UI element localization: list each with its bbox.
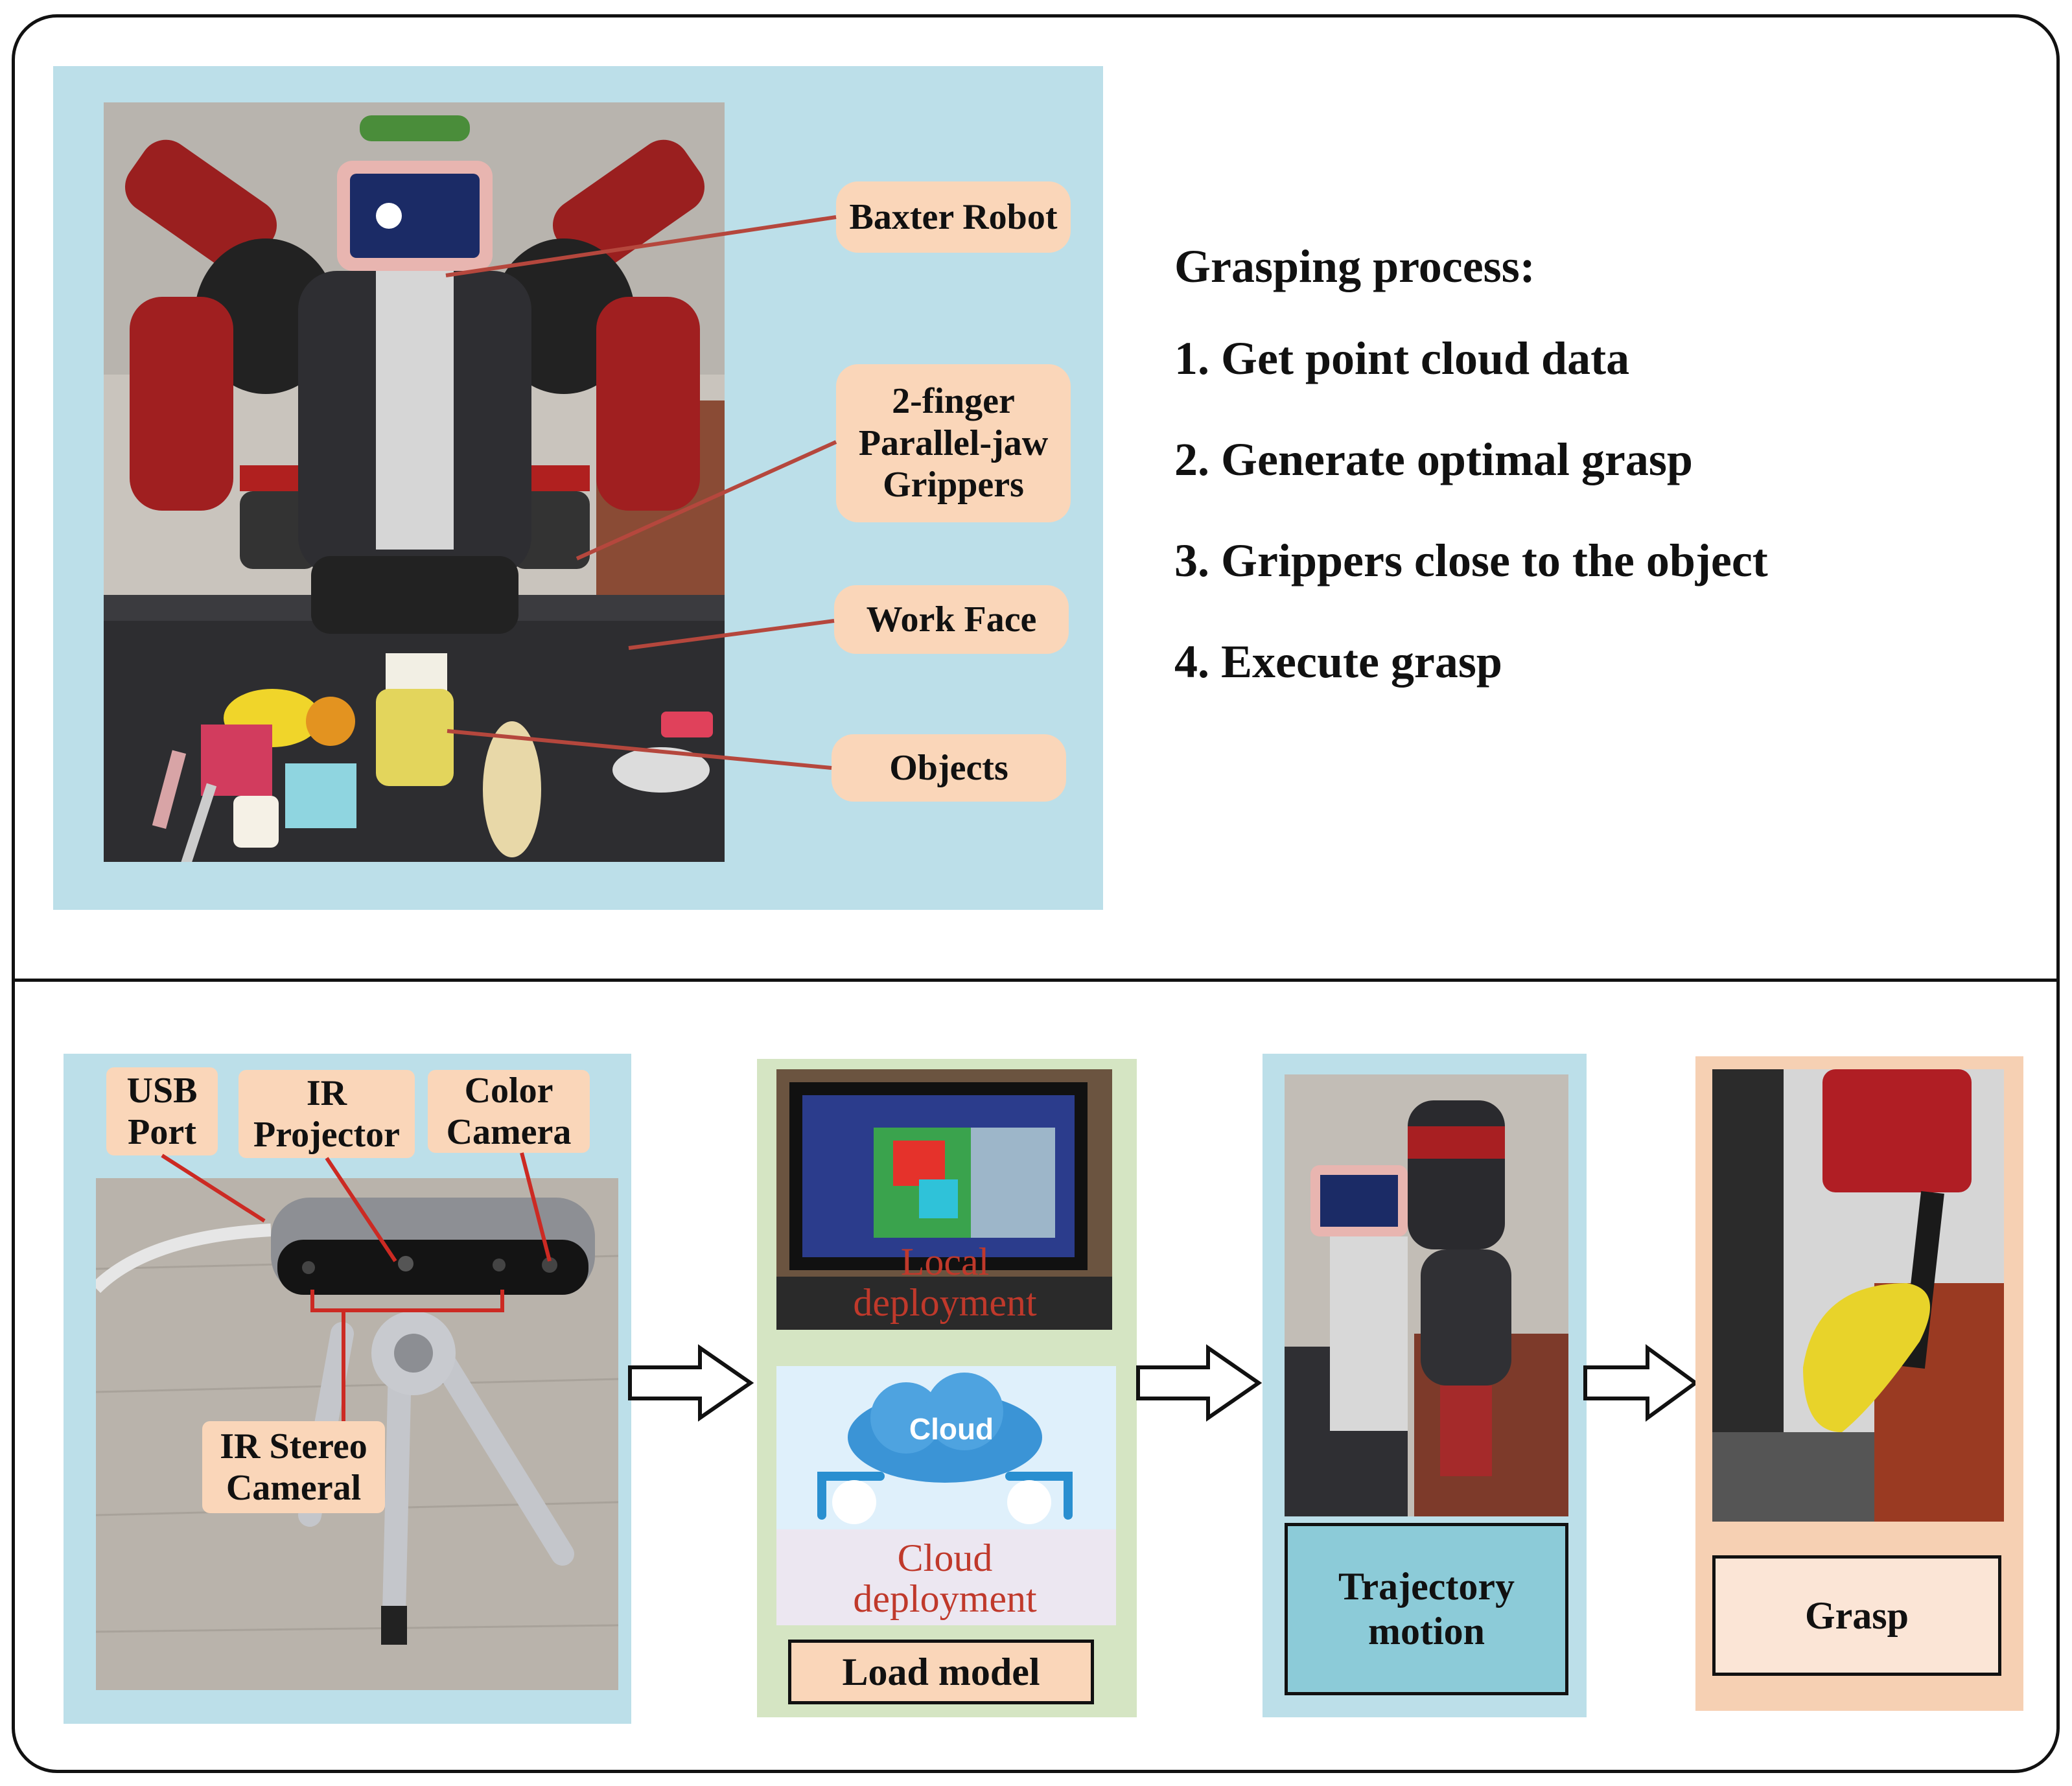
outer-frame [12,14,2060,1773]
process-step-4: 4. Execute grasp [1174,636,1502,688]
arrow-right-icon [1136,1344,1263,1422]
process-step-1: 1. Get point cloud data [1174,332,1630,384]
trajectory-robot-photo [1285,1074,1568,1516]
grasp-banana-photo [1712,1069,2004,1522]
baxter-robot-photo [104,102,725,862]
cloud-illustration [776,1366,1116,1625]
arrow-right-icon [628,1344,754,1422]
ir-projector-callout: IR Projector [239,1070,415,1158]
usb-port-callout: USB Port [106,1067,218,1155]
local-deployment-label: Local deployment [853,1240,1037,1324]
process-step-2: 2. Generate optimal grasp [1174,434,1693,485]
grippers-callout: 2-finger Parallel-jaw Grippers [836,364,1071,522]
section-divider [12,979,2060,982]
cloud-deployment-label: Cloud deployment [853,1537,1037,1620]
laptop-photo [776,1069,1112,1330]
cloud-icon: Cloud [909,1412,994,1446]
grasping-process-title: Grasping process: [1174,240,1535,292]
trajectory-motion-box: Trajectory motion [1285,1523,1568,1695]
baxter-robot-callout: Baxter Robot [836,181,1071,253]
work-face-callout: Work Face [834,585,1069,654]
process-step-3: 3. Grippers close to the object [1174,535,1768,586]
load-model-box: Load model [788,1640,1094,1704]
grasp-box: Grasp [1712,1555,2001,1676]
ir-stereo-camera-callout: IR Stereo Cameral [202,1421,385,1513]
objects-callout: Objects [832,734,1066,802]
arrow-right-icon [1583,1344,1699,1422]
color-camera-callout: Color Camera [428,1070,590,1153]
